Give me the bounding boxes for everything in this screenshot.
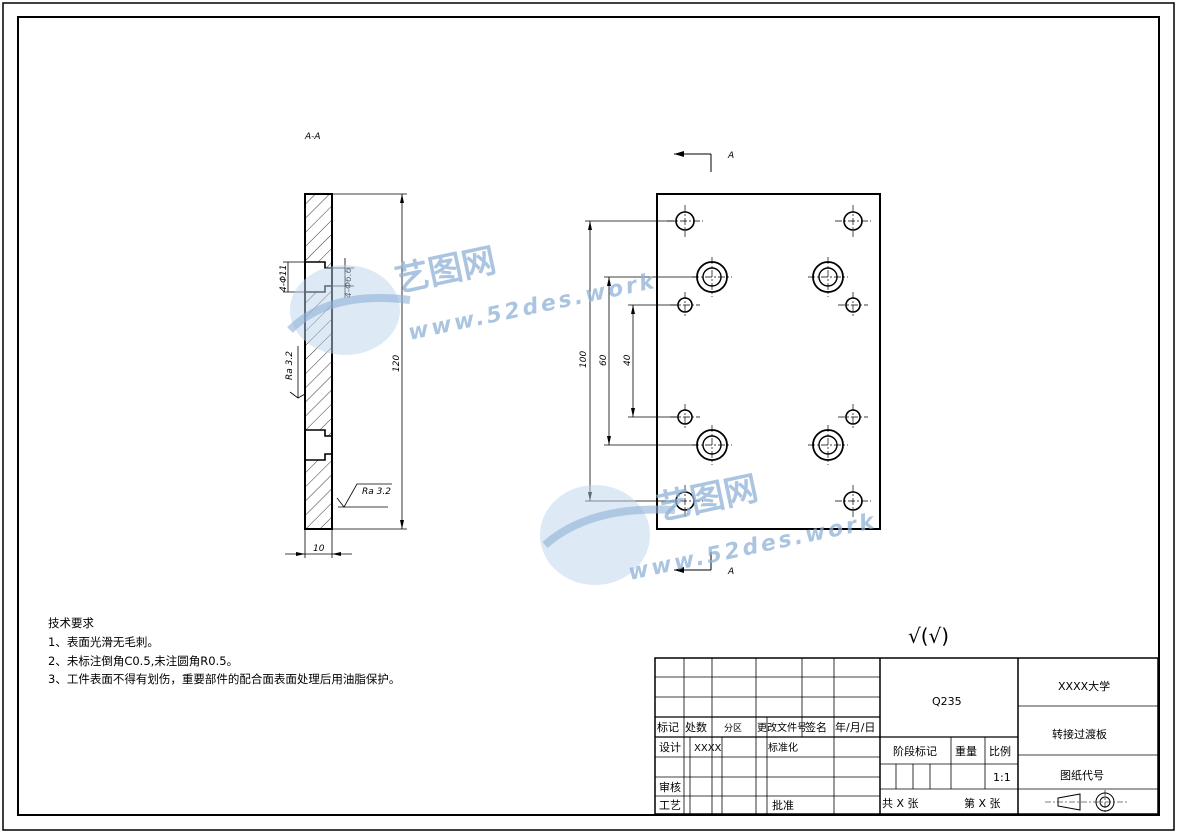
design-label: 设计 bbox=[659, 741, 681, 754]
inner-frame bbox=[17, 16, 1160, 816]
tech-requirements: 技术要求 1、表面光滑无毛刺。 2、未标注倒角C0.5,未注圆角R0.5。 3、… bbox=[48, 616, 400, 686]
section-label: A-A bbox=[304, 132, 321, 142]
dim-60: 60 bbox=[599, 354, 609, 366]
scale-label: 比例 bbox=[989, 744, 1011, 758]
roughness-text: √(√) bbox=[908, 624, 949, 648]
tech-item: 3、工件表面不得有划伤，重要部件的配合面表面处理后用油脂保护。 bbox=[48, 672, 400, 686]
watermark-name: 艺图网 bbox=[392, 240, 500, 300]
drawing-code: 图纸代号 bbox=[1060, 769, 1104, 782]
ra-right: Ra 3.2 bbox=[362, 487, 391, 497]
title-block bbox=[654, 657, 1159, 815]
total-sheets: 共 X 张 bbox=[882, 797, 919, 810]
dim-40: 40 bbox=[623, 354, 633, 366]
school-name: XXXX大学 bbox=[1058, 679, 1110, 693]
ra-left: Ra 3.2 bbox=[285, 351, 295, 380]
dim-4-d11: 4-Φ11 bbox=[279, 264, 289, 292]
front-view: A A bbox=[579, 151, 881, 577]
watermark-top: 艺图网 www.52des.work bbox=[287, 240, 659, 355]
part-name: 转接过渡板 bbox=[1052, 727, 1107, 741]
process-label: 工艺 bbox=[659, 799, 681, 812]
dim-120: 120 bbox=[392, 355, 402, 372]
stage-label: 阶段标记 bbox=[893, 744, 937, 758]
rev-header-zone: 分区 bbox=[724, 723, 742, 734]
rev-header-mark: 标记 bbox=[657, 720, 679, 734]
tech-item: 2、未标注倒角C0.5,未注圆角R0.5。 bbox=[48, 654, 238, 668]
dim-10: 10 bbox=[313, 544, 325, 554]
section-view: A-A 4-Φ11 4-Φ6.6 120 Ra 3.2 bbox=[279, 132, 407, 558]
watermark-name-2: 艺图网 bbox=[654, 468, 762, 528]
plate-outline bbox=[656, 193, 881, 530]
roughness-symbol: √(√) bbox=[908, 624, 949, 648]
standard-label: 标准化 bbox=[768, 741, 798, 754]
title-block-text: 标记 处数 分区 更改文件号 签名 年/月/日 设计 XXXX 标准化 审核 工… bbox=[657, 679, 1110, 812]
rev-header-count: 处数 bbox=[685, 721, 707, 734]
review-label: 审核 bbox=[659, 780, 681, 794]
rev-header-date: 年/月/日 bbox=[835, 720, 875, 734]
weight-label: 重量 bbox=[955, 744, 977, 758]
tech-title: 技术要求 bbox=[48, 616, 94, 630]
section-body bbox=[304, 193, 333, 530]
watermark-bottom: 艺图网 www.52des.work bbox=[540, 468, 879, 586]
rev-header-sign: 签名 bbox=[805, 720, 827, 734]
dim-100: 100 bbox=[579, 351, 589, 368]
tech-item: 1、表面光滑无毛刺。 bbox=[48, 635, 159, 649]
approve-label: 批准 bbox=[772, 798, 794, 812]
rev-header-doc: 更改文件号 bbox=[757, 721, 807, 734]
material: Q235 bbox=[932, 695, 962, 708]
scale-value: 1:1 bbox=[993, 771, 1011, 784]
view-marker-top: A bbox=[727, 151, 734, 161]
sheet-no: 第 X 张 bbox=[964, 796, 1001, 810]
view-marker-bottom: A bbox=[727, 567, 734, 577]
designer: XXXX bbox=[694, 743, 722, 754]
